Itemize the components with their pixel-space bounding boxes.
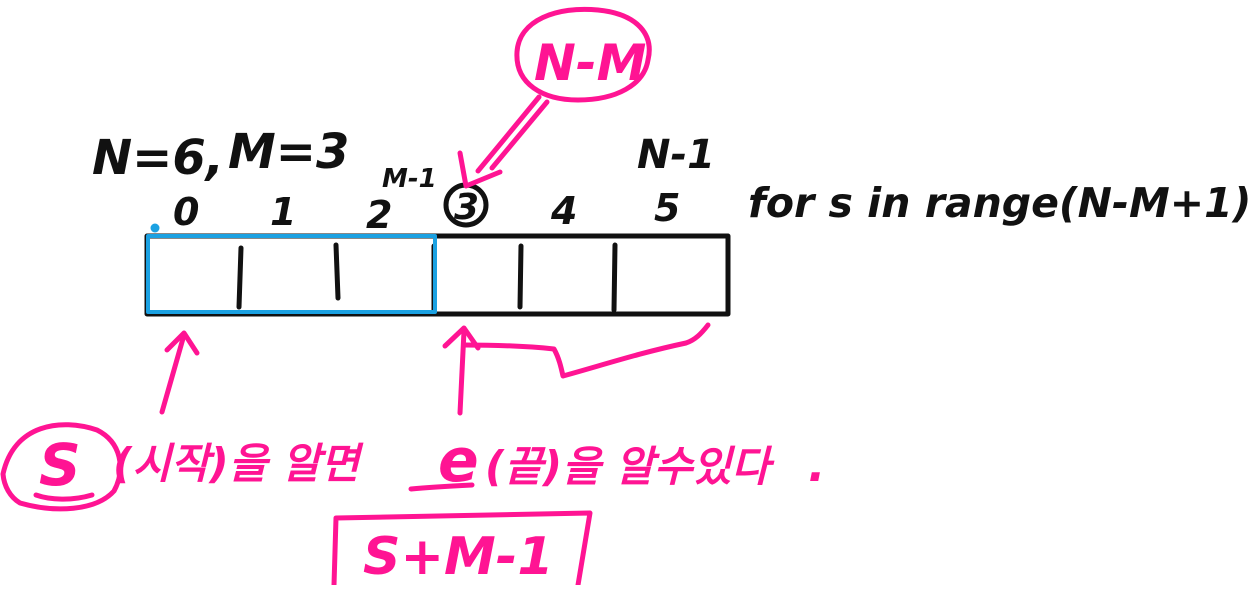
array-outline bbox=[144, 233, 731, 317]
s-circle bbox=[0, 422, 123, 512]
n-value-label: N=6, bbox=[92, 130, 224, 186]
index-label-3: 3 bbox=[454, 187, 479, 228]
end-range-brace bbox=[461, 322, 711, 379]
loop-code-label: for s in range(N-M+1) bbox=[748, 179, 1248, 227]
array-divider-1 bbox=[236, 245, 244, 310]
n-minus-m-arrow-shaft-a bbox=[475, 94, 542, 174]
n-minus-m-label: N-M bbox=[534, 34, 646, 92]
s-explain-label: (시작)을 알면 bbox=[113, 439, 364, 488]
start-arrow-shaft bbox=[159, 332, 187, 415]
e-explain-label: (끝)을 알수있다 bbox=[485, 442, 775, 491]
n-minus-one-label: N-1 bbox=[637, 132, 715, 178]
start-arrow-head bbox=[164, 330, 200, 356]
index-label-4: 4 bbox=[550, 189, 577, 233]
index-label-2: 2 bbox=[366, 193, 392, 237]
index-label-5: 5 bbox=[654, 186, 680, 230]
end-formula-label: S+M-1 bbox=[363, 527, 554, 585]
window-highlight bbox=[146, 234, 437, 314]
n-minus-m-arrow-head bbox=[457, 150, 503, 189]
array-divider-5 bbox=[611, 242, 618, 313]
end-formula-box bbox=[331, 510, 593, 588]
e-underline bbox=[408, 482, 475, 492]
s-underline bbox=[33, 492, 95, 502]
end-arrow-head bbox=[442, 325, 481, 351]
m-value-label: M=3 bbox=[228, 124, 349, 180]
index-label-0: 0 bbox=[173, 190, 199, 234]
n-minus-m-circle bbox=[514, 6, 652, 103]
period-label: . bbox=[808, 438, 825, 492]
window-handle bbox=[150, 223, 160, 233]
index-label-1: 1 bbox=[270, 190, 296, 234]
array-divider-4 bbox=[517, 243, 524, 310]
s-symbol-label: S bbox=[39, 431, 81, 499]
n-minus-m-arrow-shaft-b bbox=[489, 99, 550, 171]
m-minus-one-label: M-1 bbox=[382, 164, 437, 194]
array-divider-2 bbox=[333, 242, 341, 301]
